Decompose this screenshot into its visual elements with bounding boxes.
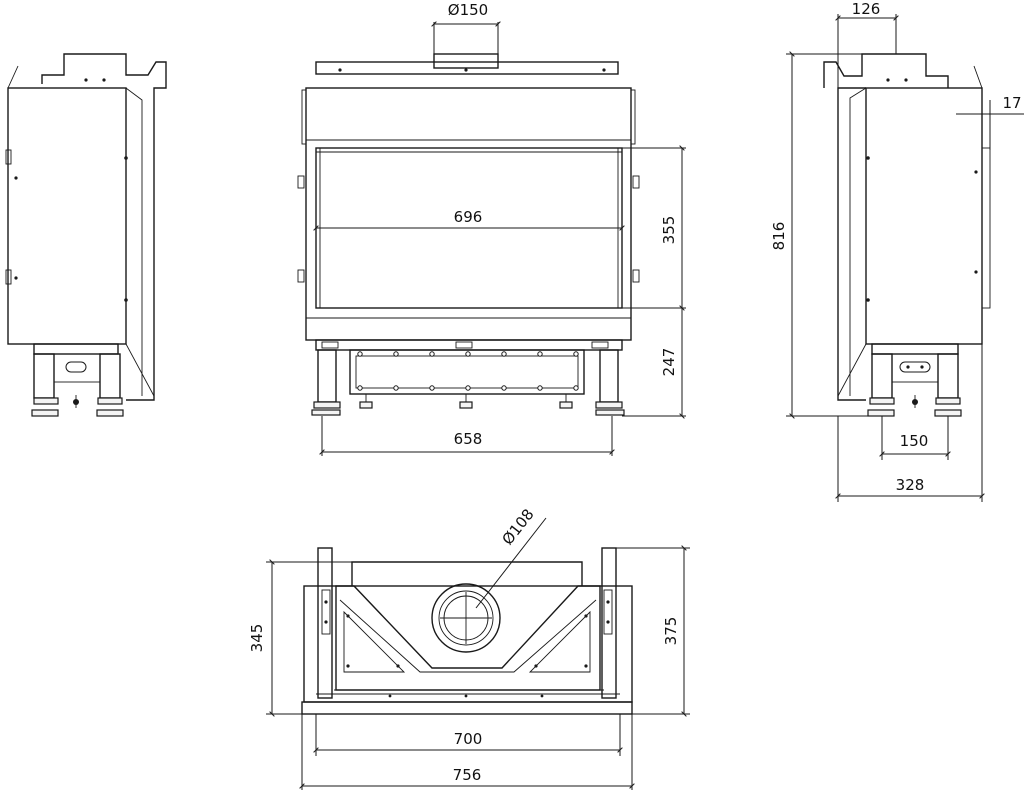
top-view (301, 547, 633, 715)
dim-glass-width: 696 (454, 208, 483, 226)
dim-inner-width: 700 (454, 730, 483, 748)
dim-glass-height: 355 (660, 216, 678, 245)
dim-total-height: 816 (770, 222, 788, 251)
dim-leg-span: 658 (454, 430, 483, 448)
dim-outer-depth: 375 (662, 617, 680, 646)
dim-air-inlet-diameter: Ø108 (499, 505, 538, 548)
dim-flue-diameter-top: Ø150 (448, 1, 488, 19)
dim-base-height: 247 (660, 348, 678, 377)
side-view-left (5, 53, 167, 417)
side-view-right (823, 53, 991, 417)
dim-inner-depth: 345 (248, 624, 266, 653)
dim-outer-width: 756 (453, 766, 482, 784)
dim-side-leg-span: 150 (900, 432, 929, 450)
dim-flue-offset: 126 (852, 0, 881, 18)
front-view (297, 53, 640, 416)
dim-wall-thickness: 17 (1002, 94, 1021, 112)
dimension-lines (266, 14, 1024, 790)
dim-total-depth: 328 (896, 476, 925, 494)
